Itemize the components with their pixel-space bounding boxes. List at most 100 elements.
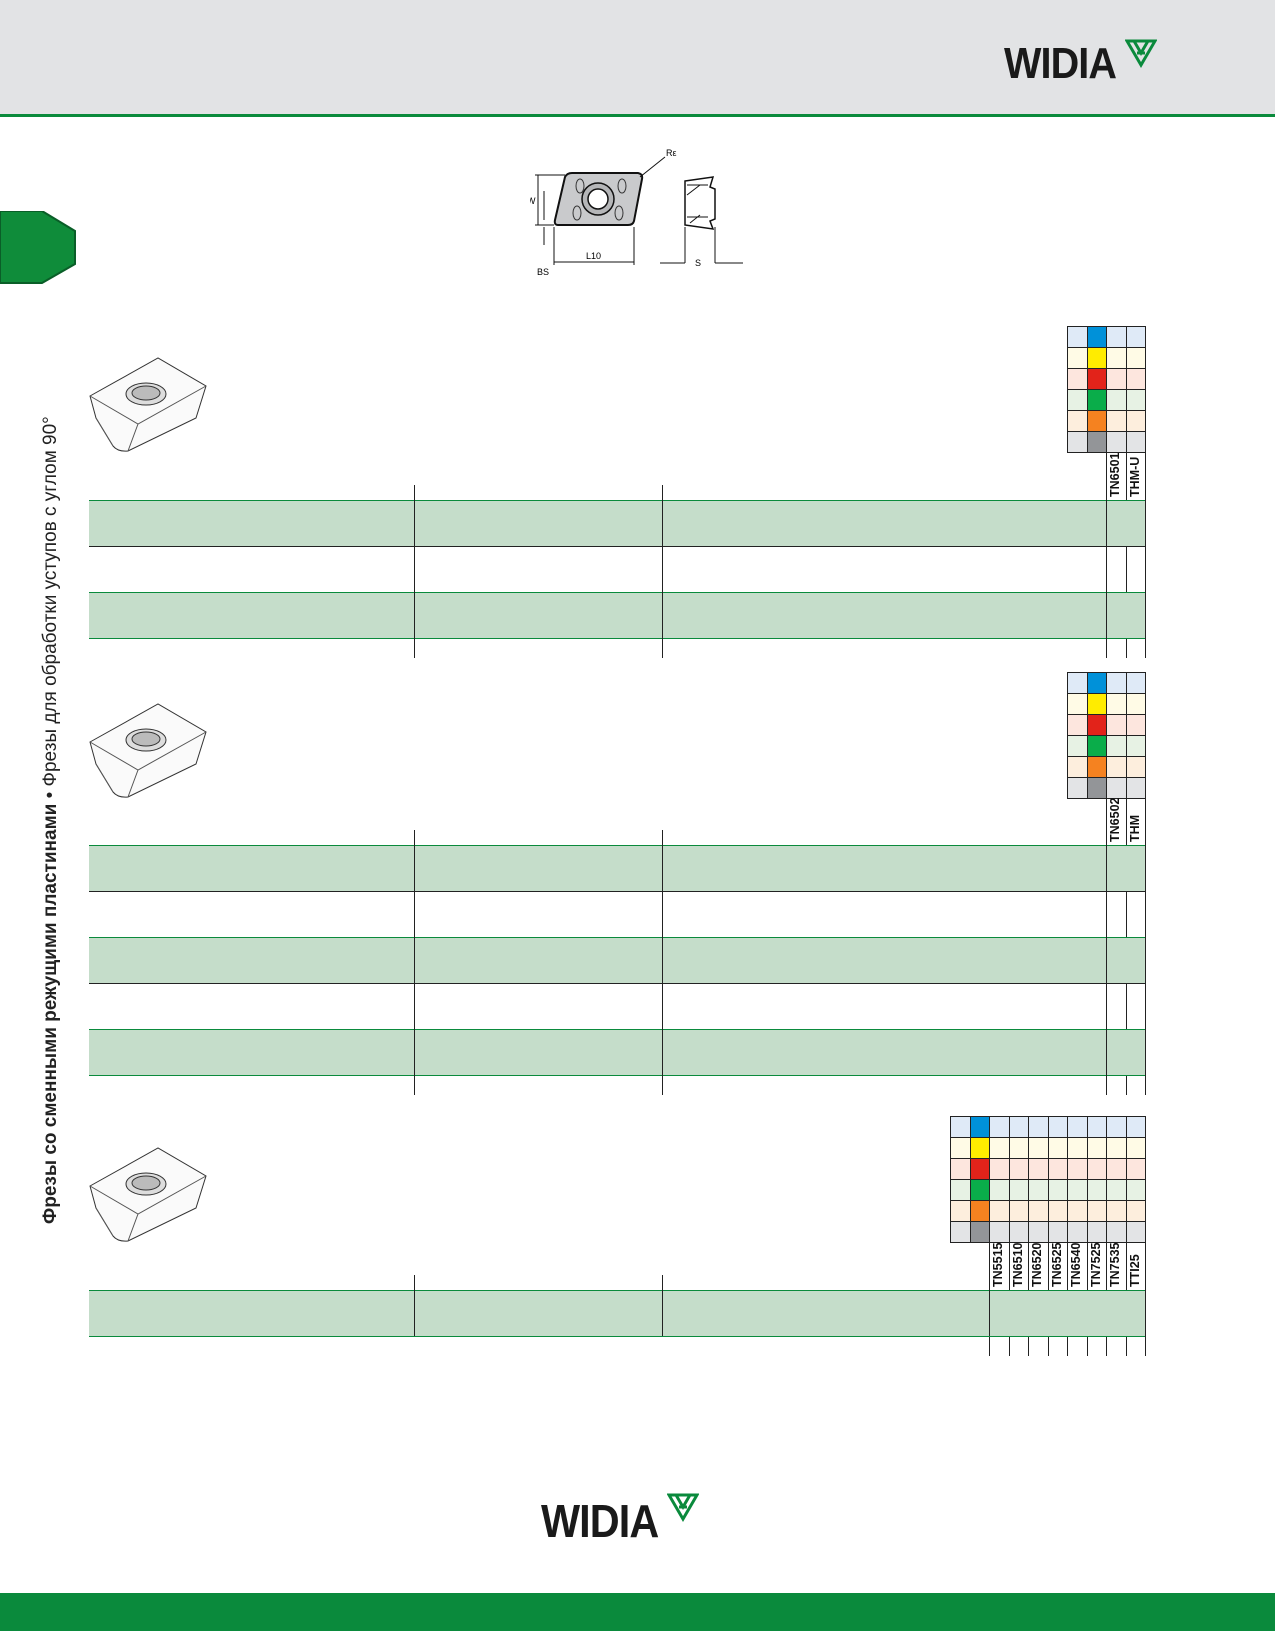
grade-applicability-cell bbox=[1067, 1116, 1088, 1138]
grade-applicability-cell bbox=[1125, 672, 1146, 694]
grade-applicability-cell bbox=[1125, 326, 1146, 348]
grade-applicability-cell bbox=[1106, 735, 1127, 757]
column-divider bbox=[414, 830, 415, 1095]
grade-applicability-cell bbox=[1028, 1158, 1049, 1180]
label-bs: BS bbox=[537, 267, 549, 277]
grade-applicability-cell bbox=[1125, 1200, 1146, 1222]
material-color-swatch bbox=[1086, 368, 1107, 390]
grade-applicability-cell bbox=[1028, 1200, 1049, 1222]
grade-applicability-cell bbox=[1086, 1200, 1107, 1222]
grade-applicability-cell bbox=[1106, 756, 1127, 778]
grade-applicability-cell bbox=[1106, 672, 1127, 694]
grade-applicability-cell bbox=[1125, 693, 1146, 715]
grade-applicability-cell bbox=[1067, 1179, 1088, 1201]
grade-label: THM-U bbox=[1127, 456, 1142, 497]
row-divider bbox=[89, 1029, 1145, 1030]
table-row[interactable] bbox=[89, 592, 1145, 638]
grade-label: TN6501 bbox=[1108, 452, 1122, 497]
grade-applicability-cell bbox=[1067, 1200, 1088, 1222]
brand-logo: WIDIA bbox=[1004, 39, 1157, 88]
row-divider bbox=[89, 1336, 1145, 1337]
grade-applicability-cell bbox=[1125, 431, 1146, 453]
grade-applicability-cell bbox=[1106, 1179, 1127, 1201]
grade-applicability-cell bbox=[950, 1137, 971, 1159]
grade-applicability-cell bbox=[1028, 1116, 1049, 1138]
column-divider bbox=[1106, 830, 1107, 1095]
grade-applicability-cell bbox=[1086, 1221, 1107, 1243]
grade-applicability-cell bbox=[1067, 389, 1088, 411]
grade-applicability-cell bbox=[1106, 410, 1127, 432]
grade-applicability-cell bbox=[950, 1200, 971, 1222]
grade-applicability-cell bbox=[1125, 1221, 1146, 1243]
material-color-swatch bbox=[1086, 410, 1107, 432]
grade-applicability-cell bbox=[1047, 1221, 1068, 1243]
material-color-swatch bbox=[969, 1179, 990, 1201]
grade-label: TN7535 bbox=[1108, 1242, 1122, 1287]
column-divider bbox=[414, 485, 415, 658]
grade-applicability-cell bbox=[1125, 1158, 1146, 1180]
table-row[interactable] bbox=[89, 845, 1145, 891]
row-divider bbox=[89, 500, 1145, 501]
side-title-normal: Фрезы для обработки уступов с углом 90° bbox=[40, 416, 61, 787]
grade-applicability-cell bbox=[1028, 1137, 1049, 1159]
side-title: Фрезы со сменными режущими пластинами • … bbox=[40, 294, 62, 1224]
insert-image bbox=[88, 356, 208, 461]
grade-applicability-cell bbox=[1106, 389, 1127, 411]
grade-applicability-cell bbox=[989, 1137, 1010, 1159]
material-color-swatch bbox=[969, 1221, 990, 1243]
grade-applicability-cell bbox=[1067, 714, 1088, 736]
grade-column-line bbox=[1125, 452, 1127, 658]
grade-applicability-cell bbox=[1125, 410, 1146, 432]
grade-applicability-cell bbox=[1125, 714, 1146, 736]
table-row[interactable] bbox=[89, 1029, 1145, 1075]
label-re: Rε bbox=[666, 148, 677, 158]
table-row[interactable] bbox=[89, 983, 1145, 1029]
grade-label: TN5515 bbox=[991, 1242, 1005, 1287]
grade-applicability-cell bbox=[1125, 1179, 1146, 1201]
grade-applicability-cell bbox=[1125, 389, 1146, 411]
grade-column-line bbox=[1145, 1242, 1146, 1356]
grade-applicability-cell bbox=[1067, 431, 1088, 453]
row-divider bbox=[89, 891, 1145, 892]
row-divider bbox=[89, 592, 1145, 593]
material-color-swatch bbox=[1086, 347, 1107, 369]
table-row[interactable] bbox=[89, 937, 1145, 983]
row-divider bbox=[89, 638, 1145, 639]
footer-bar bbox=[0, 1593, 1275, 1631]
table-row[interactable] bbox=[89, 1290, 1145, 1336]
grade-applicability-cell bbox=[950, 1116, 971, 1138]
grade-applicability-cell bbox=[1067, 735, 1088, 757]
page-header: WIDIA bbox=[0, 0, 1275, 117]
grade-applicability-cell bbox=[1047, 1158, 1068, 1180]
table-row[interactable] bbox=[89, 500, 1145, 546]
grade-applicability-cell bbox=[989, 1221, 1010, 1243]
side-title-bold: Фрезы со сменными режущими пластинами bbox=[40, 803, 61, 1224]
grade-applicability-cell bbox=[950, 1158, 971, 1180]
grade-label: TN6540 bbox=[1069, 1242, 1083, 1287]
grade-applicability-cell bbox=[1028, 1221, 1049, 1243]
table-row[interactable] bbox=[89, 891, 1145, 937]
grade-applicability-cell bbox=[989, 1158, 1010, 1180]
chapter-tab[interactable] bbox=[0, 211, 76, 284]
grade-applicability-cell bbox=[1067, 1158, 1088, 1180]
grade-label: TTI25 bbox=[1127, 1254, 1142, 1287]
grade-applicability-cell bbox=[989, 1116, 1010, 1138]
grade-label: TN7525 bbox=[1088, 1242, 1103, 1287]
row-divider bbox=[89, 546, 1145, 547]
logo-text: WIDIA bbox=[1004, 39, 1117, 88]
material-color-swatch bbox=[969, 1116, 990, 1138]
grade-applicability-cell bbox=[1106, 777, 1127, 799]
row-divider bbox=[89, 1075, 1145, 1076]
label-s: S bbox=[695, 258, 701, 268]
grade-column-line bbox=[1145, 798, 1146, 1095]
grade-applicability-cell bbox=[950, 1179, 971, 1201]
grade-applicability-cell bbox=[1067, 368, 1088, 390]
material-color-swatch bbox=[1086, 431, 1107, 453]
table-row[interactable] bbox=[89, 546, 1145, 592]
footer-logo-triangle-icon bbox=[667, 1493, 700, 1522]
grade-applicability-cell bbox=[1086, 1116, 1107, 1138]
material-color-swatch bbox=[969, 1200, 990, 1222]
logo-triangle-icon bbox=[1124, 39, 1157, 68]
grade-label: TN6510 bbox=[1010, 1242, 1025, 1287]
grade-applicability-cell bbox=[950, 1221, 971, 1243]
